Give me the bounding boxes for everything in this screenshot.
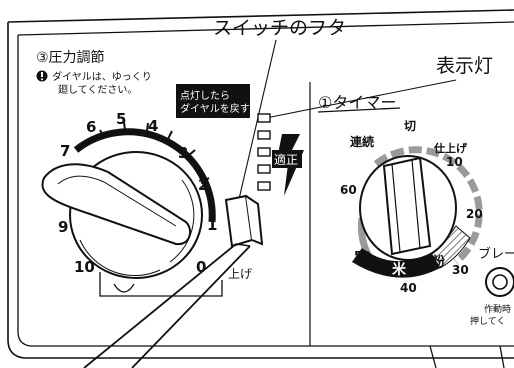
switch-lid[interactable] xyxy=(224,194,264,248)
timer-label-rice: 米 xyxy=(392,261,407,278)
lamp-caption-badge: 点灯したら ダイヤルを戻す xyxy=(176,84,250,118)
timer-label-60: 60 xyxy=(340,183,357,197)
dial-number-1: 1 xyxy=(207,216,217,234)
switch-lid-leader xyxy=(235,39,277,213)
indicator-lamps xyxy=(257,113,271,191)
lamp-caption-line2: ダイヤルを戻す xyxy=(180,102,250,115)
optimal-label: 適正 xyxy=(274,152,298,167)
timer-section-title: ①タイマー xyxy=(318,93,396,112)
dial-number-9: 9 xyxy=(58,218,68,236)
timer-label-50: 50 xyxy=(354,249,371,263)
timer-label-30: 30 xyxy=(452,263,469,277)
brake-section-title: ブレー xyxy=(478,246,514,262)
brake-note-line2: 押してく xyxy=(470,315,505,327)
pressure-dial-scale-arc xyxy=(73,128,216,223)
pressure-note-line1: ダイヤルは、ゆっくり xyxy=(52,70,152,83)
timer-label-40: 40 xyxy=(400,281,417,295)
pressure-bottom-label: 上げ xyxy=(228,267,252,281)
exclamation-circle-icon xyxy=(36,70,48,82)
dial-number-10: 10 xyxy=(74,258,95,276)
pressure-section-title: ③圧力調節 xyxy=(36,49,105,66)
lamp-caption-line1: 点灯したら xyxy=(180,90,230,102)
brake-button[interactable] xyxy=(485,267,514,297)
indicator-lamp-label: 表示灯 xyxy=(436,55,493,77)
timer-label-continuous: 連続 xyxy=(350,134,374,149)
dial-number-4: 4 xyxy=(148,117,158,135)
timer-scale-arc xyxy=(373,146,483,265)
timer-label-10: 10 xyxy=(446,155,463,169)
timer-mode-band: 米 粉 xyxy=(352,225,471,278)
timer-label-off: 切 xyxy=(404,119,416,133)
pressure-note-line2: 廻してください。 xyxy=(58,84,137,96)
tool-stick xyxy=(83,243,251,368)
control-panel xyxy=(7,9,514,368)
dial-number-3: 3 xyxy=(178,144,188,162)
switch-lid-label: スイッチのフタ xyxy=(213,17,346,39)
timer-label-flour: 粉 xyxy=(432,254,445,270)
indicator-lamp-leader xyxy=(265,79,457,119)
dial-number-6: 6 xyxy=(86,118,96,136)
dial-number-0: 0 xyxy=(196,258,206,276)
timer-dial-knob[interactable] xyxy=(359,155,457,261)
dial-number-2: 2 xyxy=(198,176,208,194)
timer-label-20: 20 xyxy=(466,207,483,221)
timer-label-finish: 仕上げ xyxy=(433,141,468,155)
optimal-range-badge: 適正 xyxy=(272,134,304,196)
pressure-dial-knob[interactable] xyxy=(41,151,203,279)
brake-note-line1: 作動時 xyxy=(484,303,511,315)
dial-number-5: 5 xyxy=(116,110,126,128)
dial-number-7: 7 xyxy=(60,142,70,160)
